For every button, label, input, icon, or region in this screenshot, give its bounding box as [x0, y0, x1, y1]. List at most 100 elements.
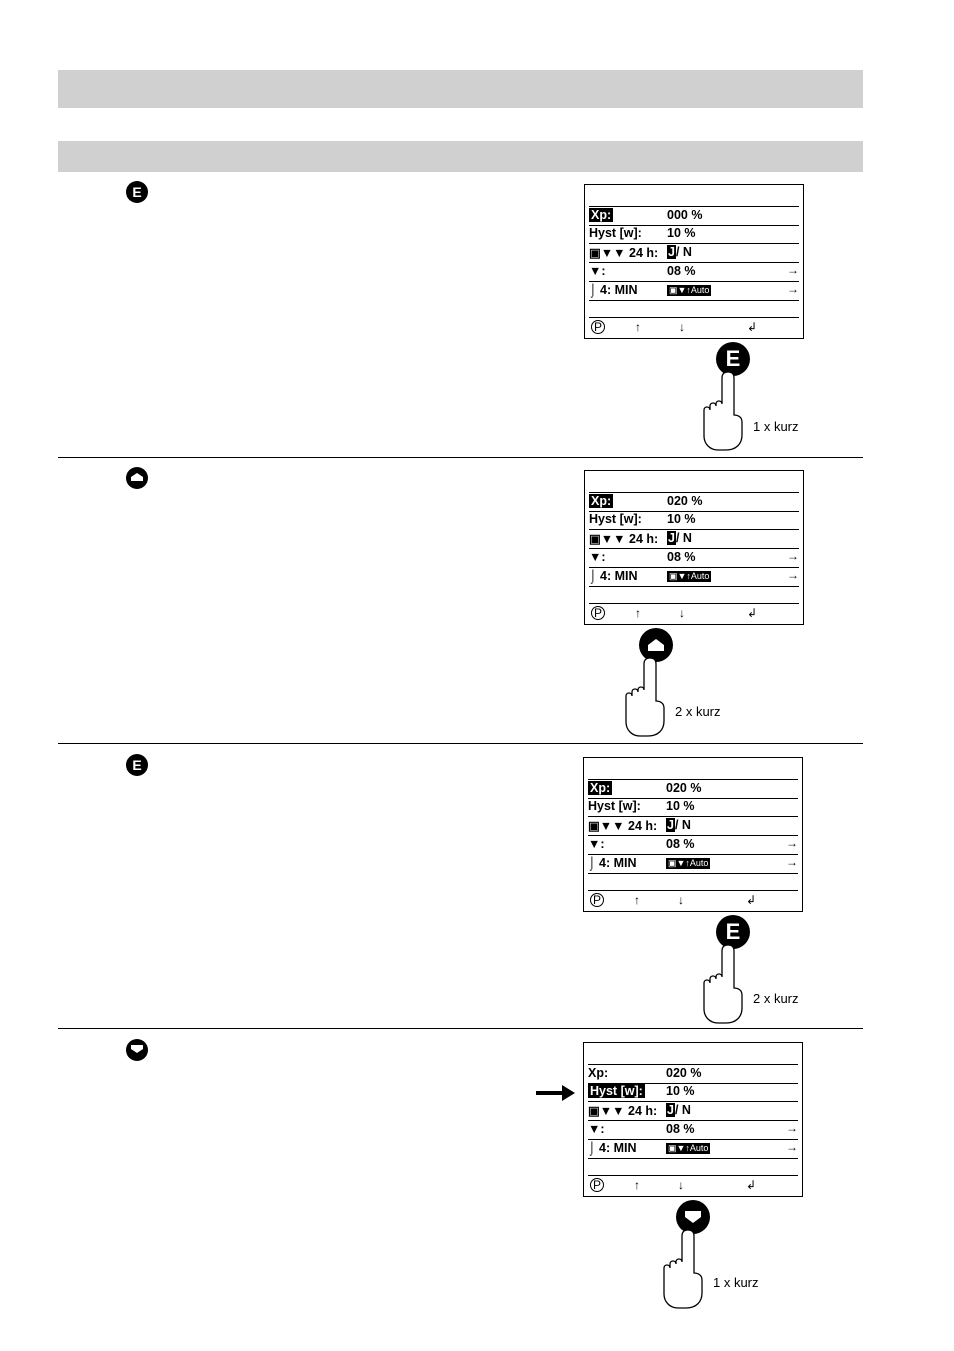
right-arrow-icon: →	[787, 549, 799, 563]
row-label: ▼:	[589, 264, 606, 278]
row-xp: Xp: 020 %	[588, 779, 798, 799]
display-screen: Xp: 020 % Hyst [w]: 10 % ▣▼▼ 24 h: J/ N …	[584, 470, 804, 625]
p-key-icon: P	[591, 606, 605, 620]
e-button: E	[716, 915, 750, 949]
e-button-icon: E	[126, 181, 148, 203]
row-label: Xp:	[588, 1066, 609, 1080]
right-arrow-icon: →	[786, 1121, 798, 1135]
press-count-label: 1 x kurz	[753, 419, 799, 434]
down-button-icon	[126, 1039, 148, 1061]
up-key-icon: ↑	[635, 606, 641, 620]
p-key-icon: P	[590, 1178, 604, 1192]
row-label: ⌡ 4: MIN	[588, 1141, 637, 1155]
softkey-bar: P ↑ ↓ ↲	[588, 890, 798, 909]
e-button-icon: E	[126, 754, 148, 776]
finger-icon	[703, 371, 743, 451]
press-illustration: E 1 x kurz	[690, 340, 810, 455]
up-key-icon: ↑	[634, 1178, 640, 1192]
row-value: J/ N	[667, 531, 692, 545]
separator	[58, 743, 863, 744]
down-key-icon: ↓	[679, 320, 685, 334]
row-label: Hyst [w]:	[588, 799, 641, 813]
row-hyst: Hyst [w]: 10 %	[589, 225, 799, 244]
enter-key-icon: ↲	[747, 320, 758, 334]
row-output: ▼: 08 % →	[588, 836, 798, 855]
finger-icon	[625, 657, 665, 737]
up-button-icon	[126, 467, 148, 489]
press-illustration: E 2 x kurz	[690, 913, 810, 1025]
row-label: Xp:	[589, 208, 614, 222]
row-label: Hyst [w]:	[588, 1084, 645, 1098]
row-label: ▼:	[588, 837, 605, 851]
row-label: ▣▼▼ 24 h:	[589, 246, 659, 260]
row-value: 020 %	[667, 494, 703, 508]
row-hyst: Hyst [w]: 10 %	[588, 798, 798, 817]
row-24h: ▣▼▼ 24 h: J/ N	[589, 244, 799, 263]
row-label: ⌡ 4: MIN	[589, 569, 638, 583]
separator	[58, 1028, 863, 1029]
row-output: ▼: 08 % →	[589, 549, 799, 568]
down-button	[676, 1200, 710, 1234]
up-key-icon: ↑	[634, 893, 640, 907]
row-value: 10 %	[666, 1084, 695, 1098]
press-illustration: 2 x kurz	[612, 628, 732, 740]
row-value: ▣▼↑Auto	[666, 858, 711, 869]
right-arrow-icon: →	[786, 855, 798, 869]
display-screen: Xp: 000 % Hyst [w]: 10 % ▣▼▼ 24 h: J/ N …	[584, 184, 804, 339]
row-label: ▣▼▼ 24 h:	[588, 819, 658, 833]
row-min: ⌡ 4: MIN ▣▼↑Auto →	[589, 282, 799, 301]
row-label: ⌡ 4: MIN	[588, 856, 637, 870]
up-button	[639, 628, 673, 662]
row-value: 000 %	[667, 208, 703, 222]
enter-key-icon: ↲	[747, 606, 758, 620]
row-label: ▣▼▼ 24 h:	[588, 1104, 658, 1118]
row-label: ▣▼▼ 24 h:	[589, 532, 659, 546]
p-key-icon: P	[591, 320, 605, 334]
enter-key-icon: ↲	[746, 1178, 757, 1192]
down-key-icon: ↓	[678, 1178, 684, 1192]
p-key-icon: P	[590, 893, 604, 907]
row-24h: ▣▼▼ 24 h: J/ N	[588, 817, 798, 836]
row-label: Hyst [w]:	[589, 512, 642, 526]
separator	[58, 457, 863, 458]
row-value: J/ N	[666, 818, 691, 832]
right-arrow-icon: →	[786, 836, 798, 850]
finger-icon	[703, 944, 743, 1024]
row-xp: Xp: 000 %	[589, 206, 799, 226]
row-value: ▣▼↑Auto	[667, 571, 712, 582]
press-count-label: 2 x kurz	[675, 704, 721, 719]
row-value: 10 %	[667, 512, 696, 526]
press-count-label: 2 x kurz	[753, 991, 799, 1006]
row-hyst: Hyst [w]: 10 %	[588, 1083, 798, 1102]
press-count-label: 1 x kurz	[713, 1275, 759, 1290]
row-value: J/ N	[666, 1103, 691, 1117]
display-screen: Xp: 020 % Hyst [w]: 10 % ▣▼▼ 24 h: J/ N …	[583, 757, 803, 912]
row-min: ⌡ 4: MIN ▣▼↑Auto →	[589, 568, 799, 587]
softkey-bar: P ↑ ↓ ↲	[589, 603, 799, 622]
row-value: 08 %	[666, 837, 695, 851]
row-label: ⌡ 4: MIN	[589, 283, 638, 297]
row-xp: Xp: 020 %	[588, 1064, 798, 1084]
row-label: Xp:	[588, 781, 613, 795]
right-arrow-icon: →	[787, 282, 799, 296]
row-value: 08 %	[666, 1122, 695, 1136]
row-value: 08 %	[667, 264, 696, 278]
enter-key-icon: ↲	[746, 893, 757, 907]
header-bar-1	[58, 70, 863, 108]
right-arrow-icon: →	[787, 263, 799, 277]
row-label: Hyst [w]:	[589, 226, 642, 240]
right-arrow-icon: →	[786, 1140, 798, 1154]
row-value: 020 %	[666, 1066, 702, 1080]
row-label: ▼:	[589, 550, 606, 564]
row-value: J/ N	[667, 245, 692, 259]
row-label: Xp:	[589, 494, 614, 508]
up-key-icon: ↑	[635, 320, 641, 334]
row-value: 08 %	[667, 550, 696, 564]
row-24h: ▣▼▼ 24 h: J/ N	[588, 1102, 798, 1121]
softkey-bar: P ↑ ↓ ↲	[589, 317, 799, 336]
pointer-arrow-icon	[536, 1085, 575, 1101]
row-value: 10 %	[666, 799, 695, 813]
press-illustration: 1 x kurz	[650, 1198, 770, 1310]
row-label: ▼:	[588, 1122, 605, 1136]
down-key-icon: ↓	[678, 893, 684, 907]
